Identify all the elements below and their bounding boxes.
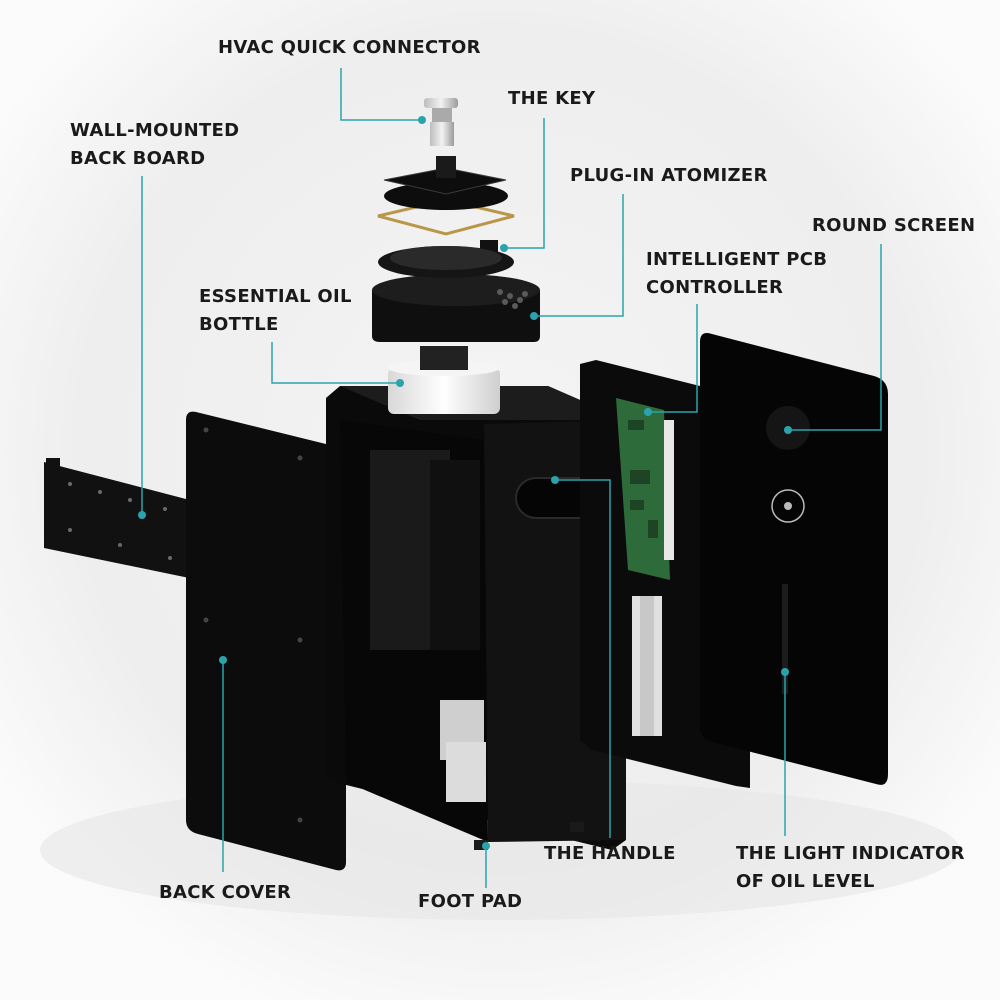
label-round-screen-text: ROUND SCREEN bbox=[812, 215, 976, 236]
label-foot-pad: FOOT PAD bbox=[418, 888, 522, 916]
label-wall-mounted-back-board: WALL-MOUNTED BACK BOARD bbox=[70, 117, 239, 173]
leader-handle bbox=[555, 479, 611, 838]
leader-oil-bottle bbox=[271, 342, 400, 384]
label-plug-in-atomizer: PLUG-IN ATOMIZER bbox=[570, 162, 768, 190]
label-foot-pad-text: FOOT PAD bbox=[418, 891, 523, 912]
label-pcb-line1: INTELLIGENT PCB bbox=[646, 249, 828, 270]
label-pcb-line2: CONTROLLER bbox=[646, 277, 784, 298]
control-dial bbox=[771, 489, 805, 523]
label-light-indicator-of-oil-level: THE LIGHT INDICATOR OF OIL LEVEL bbox=[736, 840, 965, 896]
label-the-handle: THE HANDLE bbox=[544, 840, 676, 868]
label-essential-oil-bottle: ESSENTIAL OIL BOTTLE bbox=[199, 283, 352, 339]
label-hvac-quick-connector: HVAC QUICK CONNECTOR bbox=[218, 34, 481, 62]
back-cover-panel bbox=[186, 411, 346, 871]
label-wall-line1: WALL-MOUNTED bbox=[70, 120, 240, 141]
label-light-line1: THE LIGHT INDICATOR bbox=[736, 843, 965, 864]
label-wall-line2: BACK BOARD bbox=[70, 148, 206, 169]
leader-key bbox=[504, 118, 545, 249]
label-round-screen: ROUND SCREEN bbox=[812, 212, 975, 240]
front-panel bbox=[700, 333, 888, 785]
label-hvac-text: HVAC QUICK CONNECTOR bbox=[218, 37, 481, 58]
leader-hvac bbox=[340, 68, 422, 121]
label-back-cover: BACK COVER bbox=[159, 879, 291, 907]
label-light-line2: OF OIL LEVEL bbox=[736, 871, 875, 892]
leader-pcb bbox=[648, 304, 698, 413]
oil-level-light-bar bbox=[782, 584, 788, 694]
plug-in-atomizer-assembly bbox=[372, 98, 540, 342]
leader-round-screen bbox=[788, 244, 882, 431]
label-the-key: THE KEY bbox=[508, 85, 595, 113]
leader-dots bbox=[138, 116, 792, 850]
label-intelligent-pcb-controller: INTELLIGENT PCB CONTROLLER bbox=[646, 246, 827, 302]
label-key-text: THE KEY bbox=[508, 88, 596, 109]
leader-atomizer bbox=[534, 194, 624, 317]
label-oil-line2: BOTTLE bbox=[199, 314, 279, 335]
label-back-cover-text: BACK COVER bbox=[159, 882, 292, 903]
essential-oil-bottle bbox=[388, 346, 500, 414]
label-oil-line1: ESSENTIAL OIL bbox=[199, 286, 352, 307]
label-handle-text: THE HANDLE bbox=[544, 843, 676, 864]
label-atomizer-text: PLUG-IN ATOMIZER bbox=[570, 165, 768, 186]
leader-lines bbox=[141, 68, 882, 888]
